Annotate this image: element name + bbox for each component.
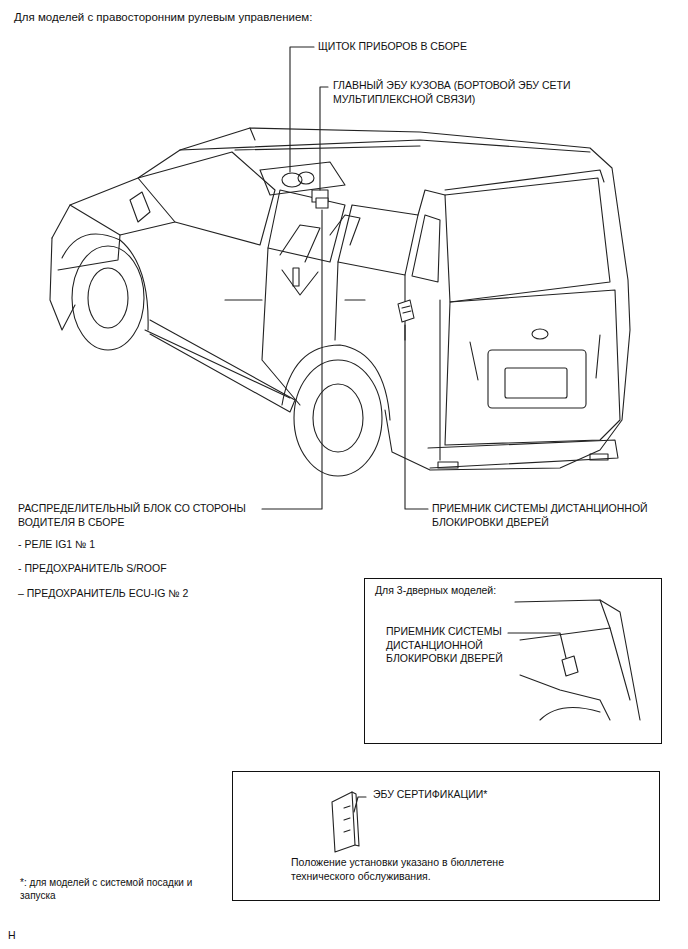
sub-item: - РЕЛЕ IG1 № 1 <box>18 538 218 552</box>
footnote: *: для моделей с системой посадки и запу… <box>20 876 195 902</box>
figure-code: H <box>8 929 38 943</box>
sub-item: – ПРЕДОХРАНИТЕЛЬ ECU-IG № 2 <box>18 587 218 601</box>
sub-item: - ПРЕДОХРАНИТЕЛЬ S/ROOF <box>18 562 218 576</box>
part-label: РАСПРЕДЕЛИТЕЛЬНЫЙ БЛОК СО СТОРОНЫ ВОДИТЕ… <box>18 502 263 529</box>
callout-box: ЭБУ СЕРТИФИКАЦИИ* Положение установки ука… <box>232 771 660 901</box>
part-label: ГЛАВНЫЙ ЭБУ КУЗОВА (БОРТОВОЙ ЭБУ СЕТИ МУ… <box>333 79 598 106</box>
box-text: ПРИЕМНИК СИСТЕМЫ ДИСТАНЦИОННОЙ БЛОКИРОВК… <box>386 625 511 666</box>
part-label: ЩИТОК ПРИБОРОВ В СБОРЕ <box>318 40 518 54</box>
callout-box: Для 3-дверных моделей: ПРИЕМНИК СИСТЕМЫ Д… <box>364 578 662 744</box>
diagram-title: Для моделей с правосторонним рулевым упр… <box>14 10 434 25</box>
box-heading: ЭБУ СЕРТИФИКАЦИИ* <box>373 788 573 802</box>
box-heading: Для 3-дверных моделей: <box>375 584 645 598</box>
box-text: Положение установки указано в бюллетене … <box>291 856 551 883</box>
part-label: ПРИЕМНИК СИСТЕМЫ ДИСТАНЦИОННОЙ БЛОКИРОВК… <box>432 502 672 529</box>
